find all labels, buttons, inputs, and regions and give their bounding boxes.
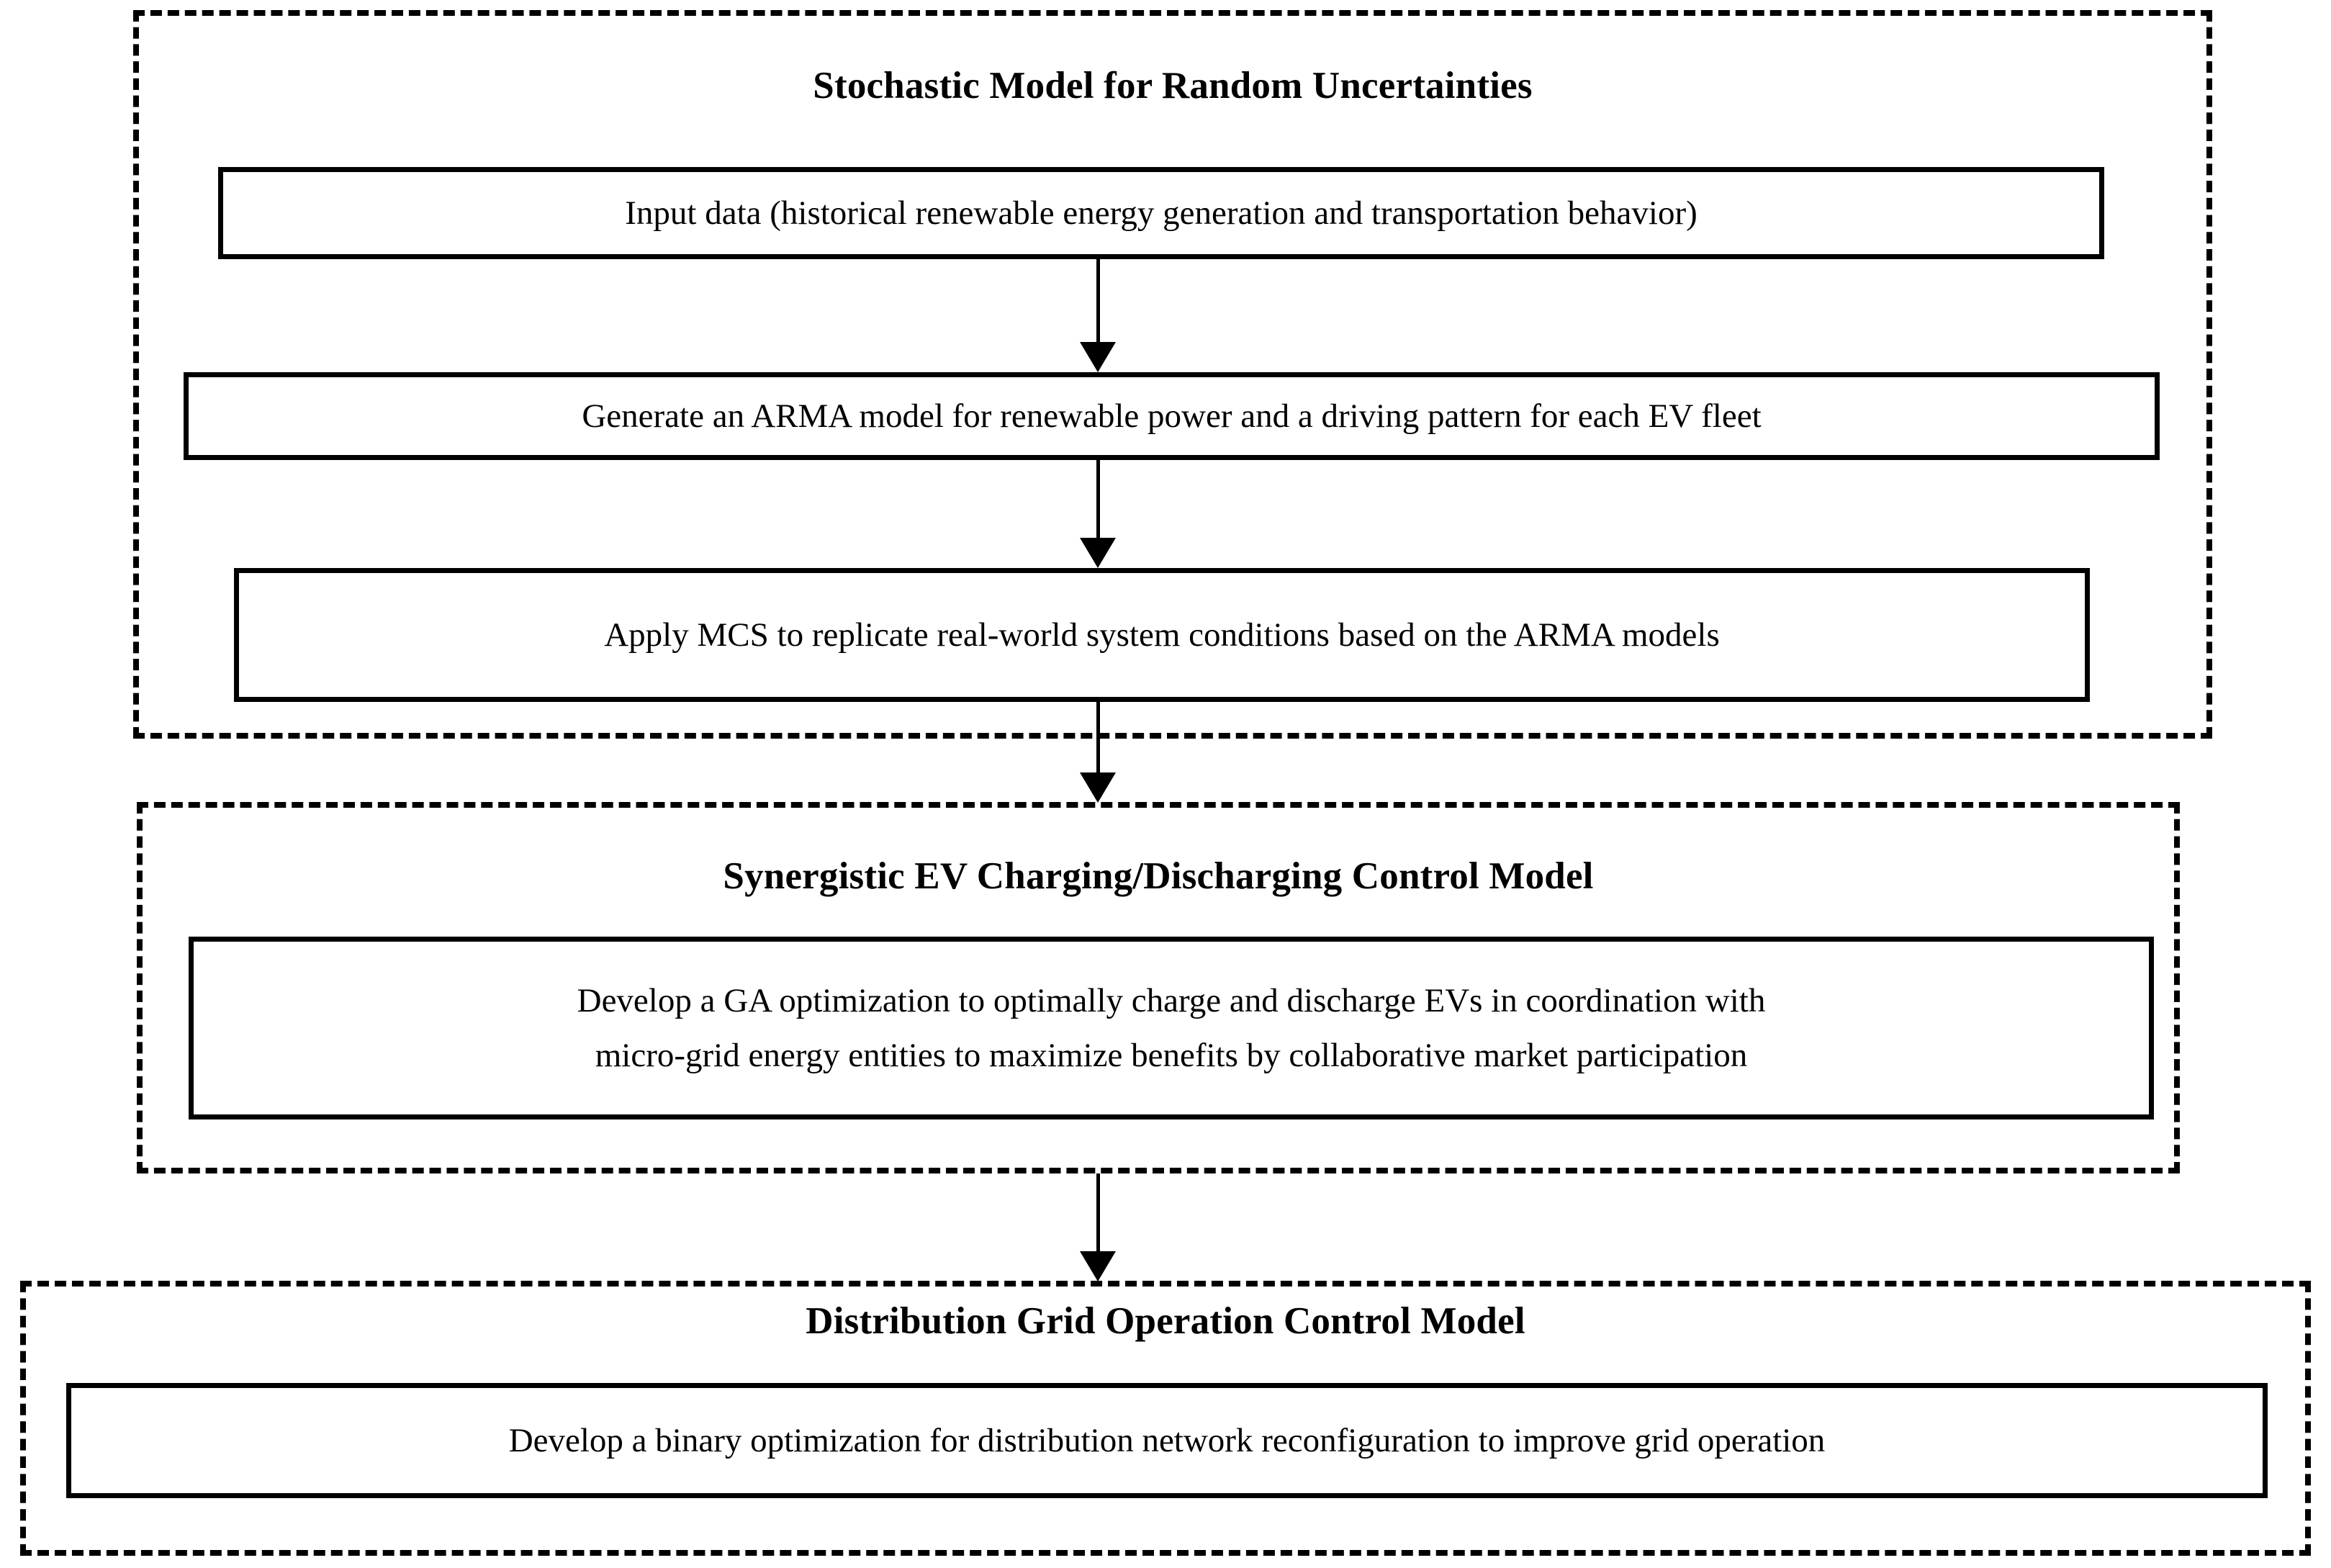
arrow-arma-to-mcs — [1080, 460, 1116, 568]
arrow-head-icon — [1080, 538, 1116, 568]
arrow-shaft — [1096, 702, 1100, 772]
step-box-apply-mcs: Apply MCS to replicate real-world system… — [234, 568, 2090, 702]
group-synergistic-ev-control — [137, 802, 2180, 1173]
step-box-binary-optimization: Develop a binary optimization for distri… — [66, 1383, 2268, 1498]
arrow-head-icon — [1080, 1251, 1116, 1281]
step-text-binary-optimization: Develop a binary optimization for distri… — [508, 1421, 1826, 1459]
group-title-synergistic-ev-control: Synergistic EV Charging/Discharging Cont… — [723, 855, 1594, 897]
step-box-ga-optimization: Develop a GA optimization to optimally c… — [189, 937, 2154, 1119]
group-stochastic-model — [133, 10, 2212, 739]
arrow-ga-to-binary — [1080, 1173, 1116, 1281]
arrow-head-icon — [1080, 772, 1116, 803]
arrow-shaft — [1096, 259, 1100, 342]
arrow-shaft — [1096, 460, 1100, 538]
arrow-shaft — [1096, 1173, 1100, 1251]
arrow-input-to-arma — [1080, 259, 1116, 372]
group-title-distribution-grid-control: Distribution Grid Operation Control Mode… — [806, 1300, 1525, 1342]
arrow-head-icon — [1080, 342, 1116, 372]
group-title-stochastic-model: Stochastic Model for Random Uncertaintie… — [813, 65, 1533, 107]
step-text-generate-arma: Generate an ARMA model for renewable pow… — [582, 397, 1762, 435]
step-text-input-data: Input data (historical renewable energy … — [625, 194, 1697, 232]
step-box-generate-arma: Generate an ARMA model for renewable pow… — [184, 372, 2160, 460]
step-box-input-data: Input data (historical renewable energy … — [218, 167, 2104, 259]
group-distribution-grid-control — [20, 1281, 2311, 1556]
step-text-apply-mcs: Apply MCS to replicate real-world system… — [604, 616, 1720, 654]
arrow-mcs-to-ga — [1080, 702, 1116, 803]
step-text-ga-optimization: Develop a GA optimization to optimally c… — [577, 981, 1766, 1074]
